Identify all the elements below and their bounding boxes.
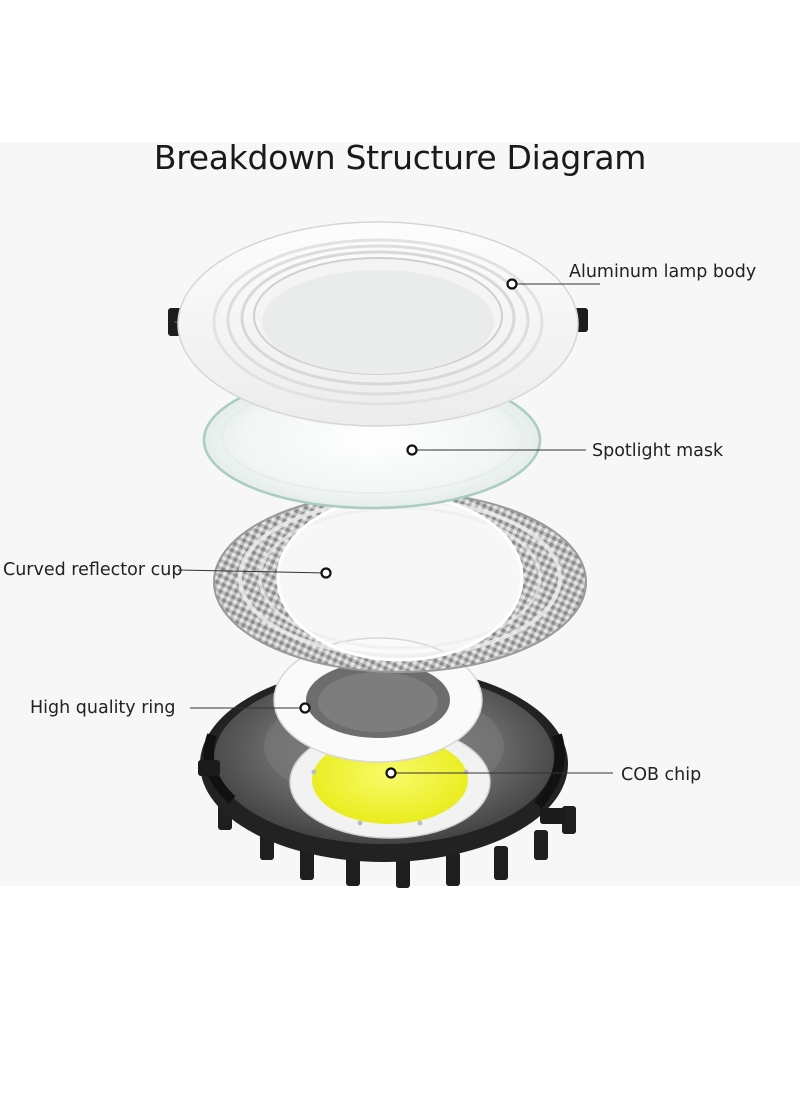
label-spotlight-mask: Spotlight mask xyxy=(592,441,724,461)
callout-lines xyxy=(177,283,613,774)
marker-spotlight-mask xyxy=(406,444,418,456)
label-aluminum-lamp-body: Aluminum lamp body xyxy=(569,262,757,282)
marker-aluminum-lamp-body xyxy=(506,278,518,290)
marker-curved-reflector-cup xyxy=(320,567,332,579)
label-curved-reflector-cup: Curved reflector cup xyxy=(3,560,183,580)
curved-reflector-cup xyxy=(213,491,587,673)
callout-markers xyxy=(299,278,518,779)
aluminum-lamp-body xyxy=(168,221,588,427)
marker-cob-chip xyxy=(385,767,397,779)
marker-high-quality-ring xyxy=(299,702,311,714)
label-cob-chip: COB chip xyxy=(621,765,702,785)
diagram-title: Breakdown Structure Diagram xyxy=(153,138,647,177)
label-high-quality-ring: High quality ring xyxy=(30,698,176,718)
